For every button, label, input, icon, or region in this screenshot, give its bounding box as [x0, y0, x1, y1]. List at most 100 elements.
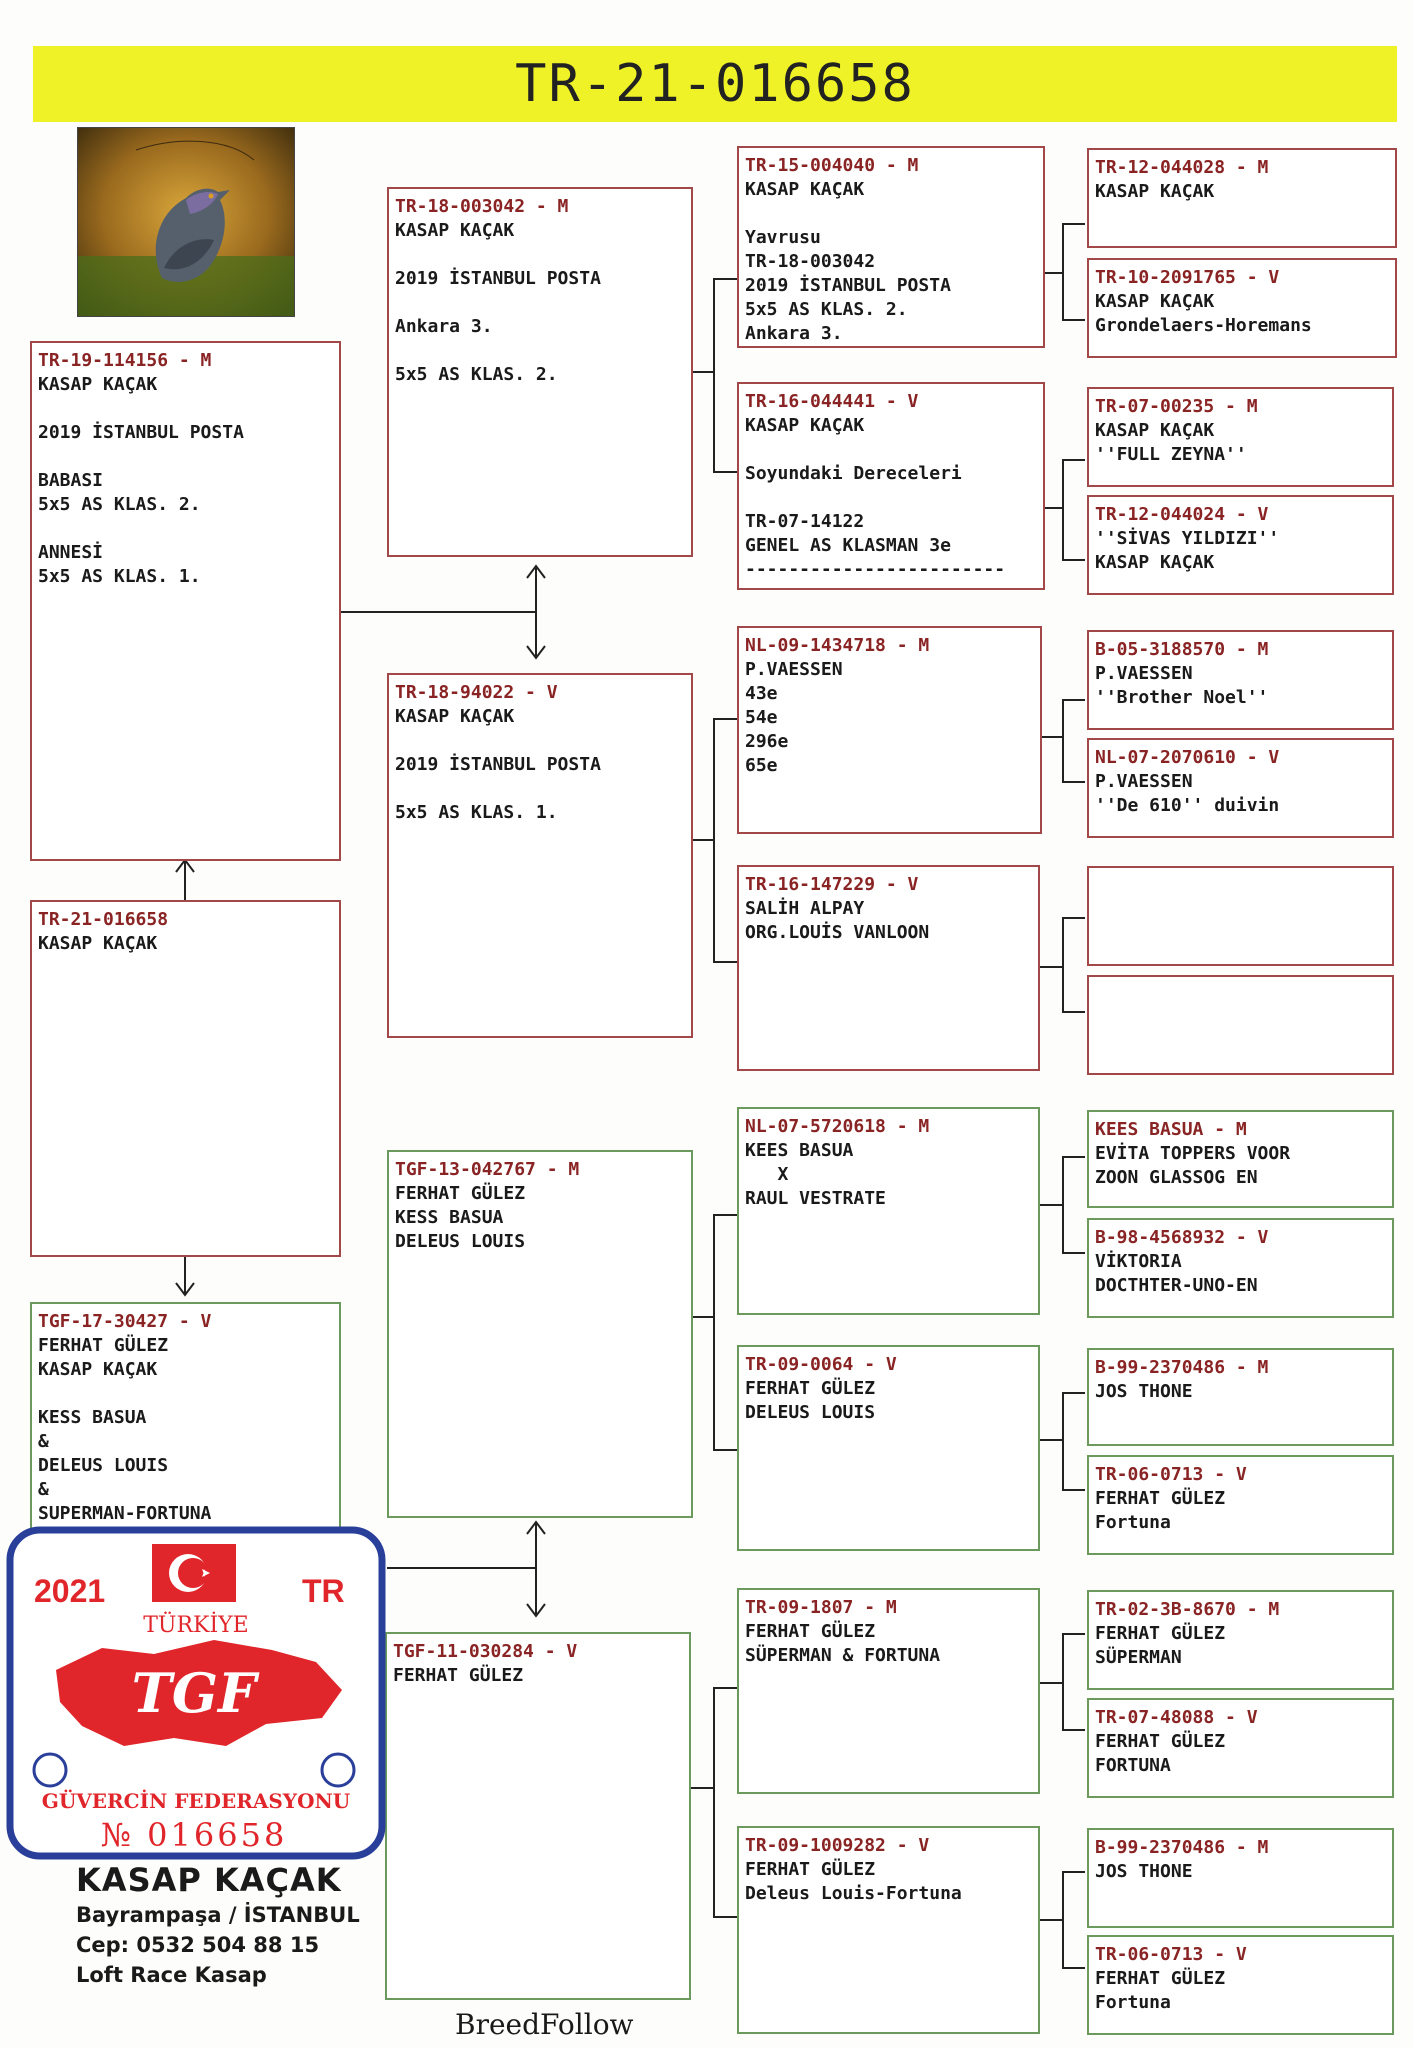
- title-bar: TR-21-016658: [33, 46, 1397, 122]
- box-line: X: [745, 1164, 789, 1185]
- box-line: FERHAT GÜLEZ: [393, 1665, 524, 1686]
- ring-number-title: TR-21-016658: [515, 54, 915, 114]
- stamp-org-abbr: TGF: [132, 1661, 260, 1725]
- box-line: KASAP KAÇAK: [38, 933, 158, 954]
- box-line: 65e: [745, 755, 778, 776]
- breeder-info: KASAP KAÇAK Bayrampaşa / İSTANBUL Cep: 0…: [76, 1860, 360, 1990]
- box-line: Yavrusu: [745, 227, 821, 248]
- dam-dam-box: TGF-11-030284 - V FERHAT GÜLEZ: [385, 1632, 691, 2000]
- ring-number: TR-10-2091765 - V: [1095, 267, 1280, 288]
- box-line: ''FULL ZEYNA'': [1095, 444, 1247, 465]
- footer-brand: BreedFollow: [455, 2008, 634, 2041]
- box-line: SUPERMAN-FORTUNA: [38, 1503, 212, 1524]
- box-line: FERHAT GÜLEZ: [1095, 1731, 1226, 1752]
- box-line: ANNESİ: [38, 542, 104, 563]
- box-line: [38, 445, 333, 469]
- box-line: [745, 202, 1037, 226]
- box-line: DELEUS LOUIS: [395, 1231, 526, 1252]
- box-line: BABASI: [38, 470, 104, 491]
- ring-number: TR-07-00235 - M: [1095, 396, 1258, 417]
- ring-number: NL-09-1434718 - M: [745, 635, 930, 656]
- box-line: KASAP KAÇAK: [38, 1359, 158, 1380]
- box-line: KASAP KAÇAK: [1095, 181, 1215, 202]
- box-line: 2019 İSTANBUL POSTA: [745, 275, 951, 296]
- box-line: 5x5 AS KLAS. 1.: [395, 802, 558, 823]
- globe-icon: [32, 1752, 68, 1788]
- box-line: FERHAT GÜLEZ: [745, 1378, 876, 1399]
- box-line: KASAP KAÇAK: [1095, 291, 1215, 312]
- ring-number: KEES BASUA - M: [1095, 1119, 1247, 1140]
- breeder-location: Bayrampaşa / İSTANBUL: [76, 1903, 360, 1927]
- box-line: KASAP KAÇAK: [395, 706, 515, 727]
- box-line: KASAP KAÇAK: [38, 374, 158, 395]
- ring-number: TGF-11-030284 - V: [393, 1641, 578, 1662]
- box-line: KASAP KAÇAK: [395, 220, 515, 241]
- ring-number: B-99-2370486 - M: [1095, 1837, 1269, 1858]
- globe-icon: [320, 1752, 356, 1788]
- g4-box-4: TR-12-044024 - V''SİVAS YILDIZI''KASAP K…: [1087, 495, 1394, 595]
- box-line: FORTUNA: [1095, 1755, 1171, 1776]
- box-line: KASAP KAÇAK: [1095, 420, 1215, 441]
- ring-number: TR-06-0713 - V: [1095, 1464, 1247, 1485]
- box-line: Fortuna: [1095, 1992, 1171, 2013]
- ring-number: TGF-17-30427 - V: [38, 1311, 212, 1332]
- ring-number: TR-09-1009282 - V: [745, 1835, 930, 1856]
- stamp-country: TÜRKİYE: [143, 1611, 249, 1638]
- ring-number: TR-12-044024 - V: [1095, 504, 1269, 525]
- ring-number: NL-07-2070610 - V: [1095, 747, 1280, 768]
- g4-box-15: B-99-2370486 - M JOS THONE: [1087, 1828, 1394, 1928]
- box-line: 5x5 AS KLAS. 2.: [395, 364, 558, 385]
- pigeon-image: [78, 128, 294, 316]
- box-line: [395, 339, 685, 363]
- box-line: ''SİVAS YILDIZI'': [1095, 528, 1280, 549]
- box-line: [395, 777, 685, 801]
- box-line: SÜPERMAN: [1095, 1647, 1182, 1668]
- box-line: SALİH ALPAY: [745, 898, 865, 919]
- box-line: &: [38, 1431, 49, 1452]
- breeder-phone: Cep: 0532 504 88 15: [76, 1933, 320, 1957]
- box-line: Ankara 3.: [745, 323, 843, 344]
- box-line: KESS BASUA: [395, 1207, 504, 1228]
- stamp-year: 2021: [34, 1573, 105, 1609]
- box-line: [395, 243, 685, 267]
- box-line: ''De 610'' duivin: [1095, 795, 1280, 816]
- ring-number: TR-16-044441 - V: [745, 391, 919, 412]
- ring-number: TR-09-1807 - M: [745, 1597, 897, 1618]
- box-line: [38, 517, 333, 541]
- box-line: ------------------------: [745, 559, 1006, 580]
- pigeon-photo: [77, 127, 295, 317]
- ring-number: TR-06-0713 - V: [1095, 1944, 1247, 1965]
- box-line: 5x5 AS KLAS. 1.: [38, 566, 201, 587]
- ring-number: TR-12-044028 - M: [1095, 157, 1269, 178]
- ring-number: B-98-4568932 - V: [1095, 1227, 1269, 1248]
- box-line: JOS THONE: [1095, 1861, 1193, 1882]
- ring-number: TR-02-3B-8670 - M: [1095, 1599, 1280, 1620]
- box-line: 5x5 AS KLAS. 2.: [38, 494, 201, 515]
- ring-number: TR-18-94022 - V: [395, 682, 558, 703]
- tgf-stamp: 2021 TR TÜRKİYE TGF GÜVERCİN FEDERASYONU…: [4, 1520, 388, 1866]
- box-line: RAUL VESTRATE: [745, 1188, 886, 1209]
- box-line: P.VAESSEN: [1095, 663, 1193, 684]
- stamp-number: № 016658: [101, 1816, 288, 1854]
- stamp-org-name: GÜVERCİN FEDERASYONU: [42, 1788, 350, 1813]
- box-line: DOCTHTER-UNO-EN: [1095, 1275, 1258, 1296]
- box-line: GENEL AS KLASMAN 3e: [745, 535, 951, 556]
- g4-box-8: [1087, 975, 1394, 1075]
- box-line: 2019 İSTANBUL POSTA: [38, 422, 244, 443]
- box-line: JOS THONE: [1095, 1381, 1193, 1402]
- box-line: KASAP KAÇAK: [745, 415, 865, 436]
